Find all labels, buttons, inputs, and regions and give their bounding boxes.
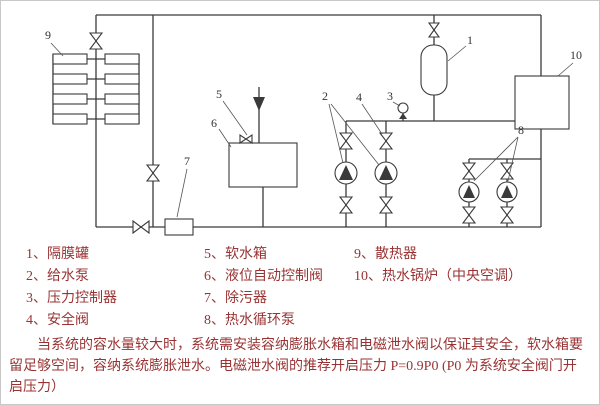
note-line-3: 启压力） <box>9 380 65 395</box>
shutoff-valve-icon <box>88 32 104 50</box>
component-number-1: 1 <box>467 33 473 47</box>
circulation-pumps <box>458 159 518 227</box>
level-control-valve <box>239 133 253 145</box>
note-line-1: 当系统的容水量较大时，系统需安装容纳膨胀水箱和电磁泄水阀以保证其安全，软水箱要 <box>37 338 583 353</box>
component-number-5: 5 <box>216 87 222 101</box>
component-number-8: 8 <box>518 123 524 137</box>
piping-schematic: 9 7 5 6 2 4 3 1 10 8 <box>45 14 582 236</box>
dirt-remover <box>132 218 194 236</box>
component-number-3: 3 <box>387 89 393 103</box>
legend-item-8: 8、热水循环泵 <box>204 313 295 328</box>
component-number-4: 4 <box>356 90 362 104</box>
feed-pumps <box>334 121 398 227</box>
legend-item-9: 9、散热器 <box>354 247 417 262</box>
legend-item-4: 4、安全阀 <box>26 313 89 328</box>
legend-item-5: 5、软水箱 <box>204 247 267 262</box>
radiators <box>52 53 140 125</box>
legend-item-2: 2、给水泵 <box>26 269 89 284</box>
component-number-10: 10 <box>570 48 582 62</box>
soft-water-tank <box>228 142 298 227</box>
return-valve-icon <box>145 164 161 182</box>
component-number-7: 7 <box>184 154 190 168</box>
component-number-6: 6 <box>211 116 217 130</box>
note-line-2: 留足够空间，容纳系统膨胀泄水。电磁泄水阀的推荐开启压力 P=0.9P0 (P0 … <box>9 359 577 374</box>
component-legend: 1、隔膜罐 2、给水泵 3、压力控制器 4、安全阀 5、软水箱 6、液位自动控制… <box>26 243 595 331</box>
legend-item-3: 3、压力控制器 <box>26 291 117 306</box>
water-inlet-arrow <box>253 87 265 143</box>
hot-water-boiler <box>514 75 570 130</box>
diaphragm-tank <box>420 15 448 121</box>
note-paragraph: 当系统的容水量较大时，系统需安装容纳膨胀水箱和电磁泄水阀以保证其安全，软水箱要 … <box>9 335 595 398</box>
component-number-2: 2 <box>322 89 328 103</box>
leader-lines <box>50 42 574 218</box>
legend-item-1: 1、隔膜罐 <box>26 247 89 262</box>
pressure-controller <box>397 102 409 121</box>
legend-item-6: 6、液位自动控制阀 <box>204 269 323 284</box>
component-numbers: 9 7 5 6 2 4 3 1 10 8 <box>45 28 582 168</box>
legend-item-10: 10、热水锅炉（中央空调） <box>354 269 522 284</box>
legend-item-7: 7、除污器 <box>204 291 267 306</box>
component-number-9: 9 <box>45 28 51 42</box>
